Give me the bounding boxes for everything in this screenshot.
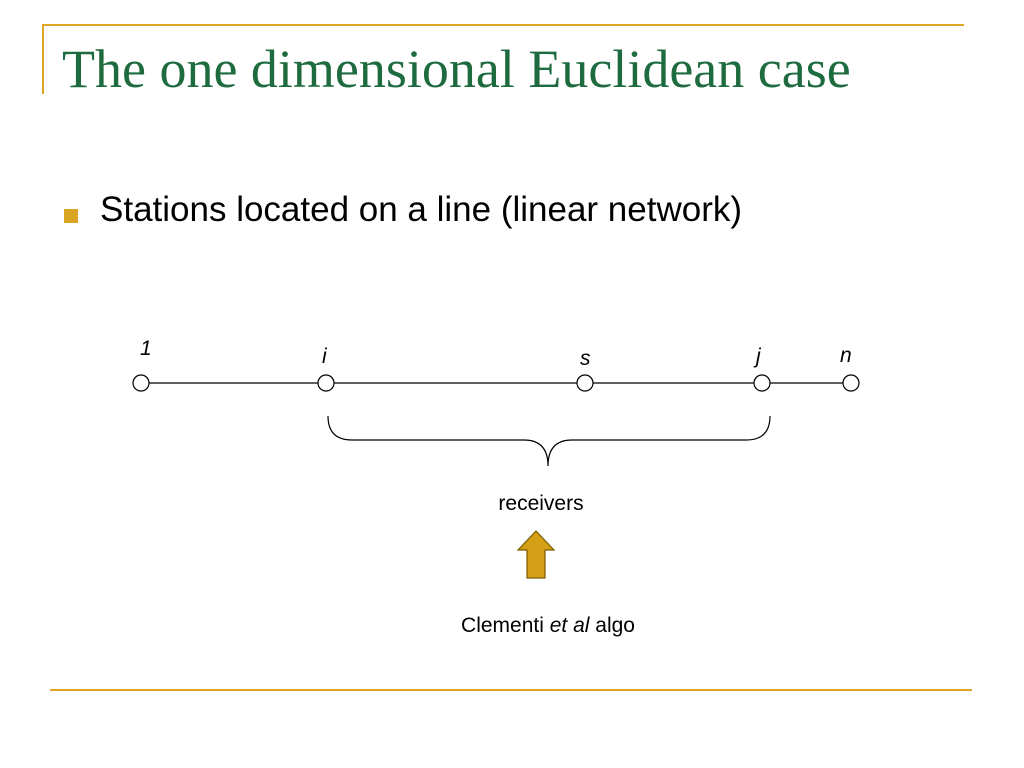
frame-top-rule bbox=[42, 24, 964, 26]
bullet-text: Stations located on a line (linear netwo… bbox=[100, 190, 743, 229]
frame-bottom-rule bbox=[50, 689, 972, 691]
node-label-n: n bbox=[840, 344, 852, 367]
node-j bbox=[753, 374, 771, 392]
algo-suffix: algo bbox=[595, 614, 635, 637]
algo-prefix: Clementi bbox=[461, 614, 550, 637]
bullet-square-icon bbox=[64, 209, 78, 223]
node-s bbox=[576, 374, 594, 392]
up-arrow-icon bbox=[516, 530, 556, 579]
node-label-i: i bbox=[322, 345, 328, 368]
receivers-label: receivers bbox=[498, 492, 583, 515]
node-n bbox=[842, 374, 860, 392]
slide-title: The one dimensional Euclidean case bbox=[62, 39, 851, 99]
node-label-j: j bbox=[753, 345, 762, 368]
algo-label: Clementi et al algo bbox=[461, 614, 635, 637]
node-label-s: s bbox=[580, 347, 591, 370]
frame-left-rule bbox=[42, 24, 44, 94]
node-i bbox=[317, 374, 335, 392]
node-1 bbox=[132, 374, 150, 392]
receivers-brace bbox=[327, 415, 771, 467]
algo-italic: et al bbox=[550, 614, 596, 637]
node-label-1: 1 bbox=[140, 337, 152, 360]
